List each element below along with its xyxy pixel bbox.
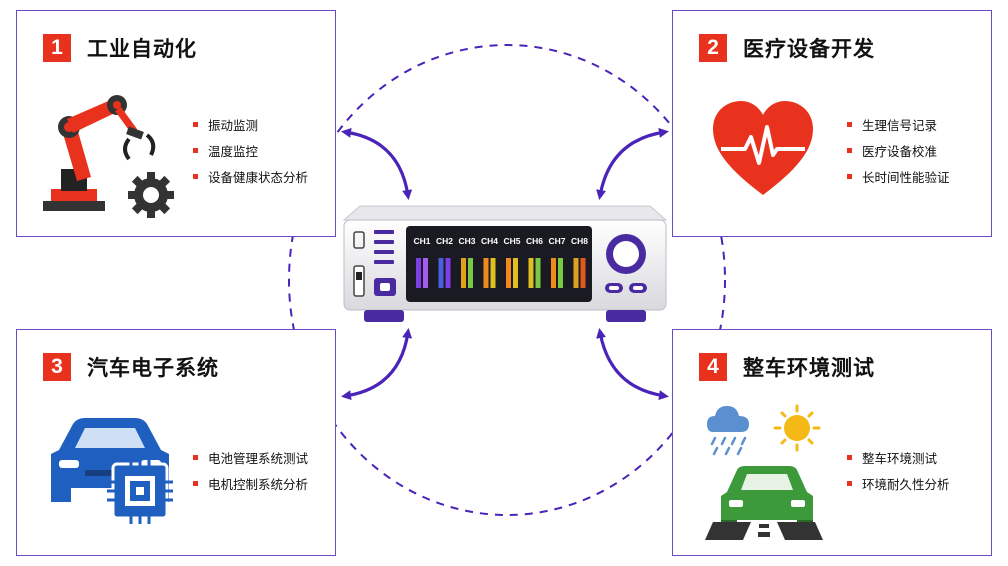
- channel-level-bar: [513, 258, 518, 288]
- robot-arm-icon: [43, 95, 174, 218]
- channel-level-bar: [483, 258, 489, 288]
- list-item: 环境耐久性分析: [847, 470, 950, 496]
- channel-level-bar: [558, 258, 563, 288]
- channel-level-bar: [580, 258, 586, 288]
- channel-label: CH6: [526, 236, 543, 246]
- channel-level-bar: [468, 258, 473, 288]
- road-icon: [705, 522, 823, 540]
- panel-number: 2: [699, 34, 727, 62]
- list-item: 电机控制系统分析: [193, 470, 308, 496]
- panel-number: 1: [43, 34, 71, 62]
- panel-vehicle-environment: 4 整车环境测试: [672, 329, 992, 556]
- panel-title: 汽车电子系统: [87, 356, 219, 380]
- channel-level-bar: [461, 258, 466, 288]
- channel-label: CH7: [548, 236, 565, 246]
- channel-level-bar: [490, 258, 496, 288]
- arrow-medical: [596, 127, 669, 200]
- car-icon: [721, 466, 813, 530]
- channel-level-bar: [438, 258, 444, 288]
- cloud-rain-icon: [707, 406, 749, 456]
- channel-level-bar: [528, 258, 534, 288]
- channel-level-bar: [445, 258, 451, 288]
- channel-level-bar: [423, 258, 428, 288]
- panel-title: 工业自动化: [87, 37, 197, 61]
- panel-industrial-automation: 1 工业自动化 振动: [16, 10, 336, 237]
- panel-number: 3: [43, 353, 71, 381]
- channel-label: CH2: [436, 236, 453, 246]
- channel-label: CH4: [481, 236, 498, 246]
- heart-pulse-icon: [713, 101, 813, 195]
- channel-label: CH1: [413, 236, 430, 246]
- channel-level-bar: [573, 258, 579, 288]
- list-item: 振动监测: [193, 111, 308, 137]
- channel-label: CH5: [503, 236, 520, 246]
- list-item: 医疗设备校准: [847, 137, 950, 163]
- panel-title: 整车环境测试: [743, 356, 875, 380]
- arrow-industrial: [341, 127, 413, 200]
- arrow-vehicle-env: [596, 328, 669, 401]
- panel-title: 医疗设备开发: [743, 37, 875, 61]
- arrow-automotive: [341, 328, 413, 401]
- list-item: 整车环境测试: [847, 444, 950, 470]
- list-item: 设备健康状态分析: [193, 163, 308, 189]
- channel-label: CH3: [458, 236, 475, 246]
- panel-number: 4: [699, 353, 727, 381]
- panel-medical-devices: 2 医疗设备开发 生理信号记录 医疗设备校准 长时间性能验证: [672, 10, 992, 237]
- channel-level-bar: [506, 258, 511, 288]
- panel-automotive-electronics: 3 汽车电子系统 电池管理系统测试 电机控制系统分析: [16, 329, 336, 556]
- list-item: 生理信号记录: [847, 111, 950, 137]
- channel-label: CH8: [571, 236, 588, 246]
- sun-icon: [773, 404, 821, 452]
- list-item: 温度监控: [193, 137, 308, 163]
- dashed-circle: [288, 44, 726, 516]
- data-acquisition-device: CH1 CH2 CH3 CH4 CH5 CH6 CH7 CH8: [342, 205, 668, 322]
- list-item: 电池管理系统测试: [193, 444, 308, 470]
- channel-level-bar: [551, 258, 556, 288]
- list-item: 长时间性能验证: [847, 163, 950, 189]
- channel-level-bar: [416, 258, 421, 288]
- car-weather-icon: [705, 404, 823, 540]
- channel-level-bar: [535, 258, 541, 288]
- car-chip-icon: [51, 418, 173, 524]
